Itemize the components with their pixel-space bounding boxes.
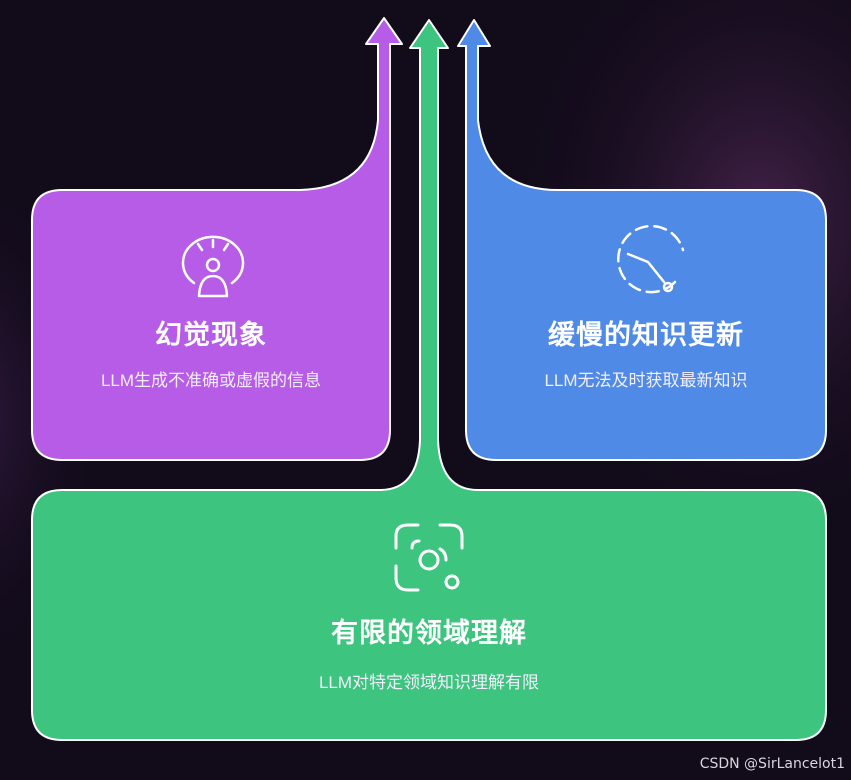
clock-icon [617, 224, 685, 294]
slow-update-title: 缓慢的知识更新 [548, 320, 744, 350]
hallucination-title: 幻觉现象 [155, 320, 267, 350]
hallucination-description: LLM生成不准确或虚假的信息 [100, 371, 322, 390]
watermark: CSDN @SirLancelot1 [699, 756, 845, 772]
limited-domain-description: LLM对特定领域知识理解有限 [318, 673, 540, 692]
hallucination-card-shape [31, 17, 403, 461]
limited-domain-text: 有限的领域理解 LLM对特定领域知识理解有限 [32, 616, 826, 694]
focus-scan-icon [394, 523, 464, 592]
slow-update-text: 缓慢的知识更新 LLM无法及时获取最新知识 [466, 318, 826, 392]
person-thinking-icon [181, 235, 245, 298]
limited-domain-card-shape [31, 19, 827, 741]
blue-card [457, 19, 827, 461]
limited-domain-title: 有限的领域理解 [331, 618, 527, 648]
slow-update-description: LLM无法及时获取最新知识 [544, 371, 748, 390]
hallucination-text: 幻觉现象 LLM生成不准确或虚假的信息 [32, 318, 390, 392]
